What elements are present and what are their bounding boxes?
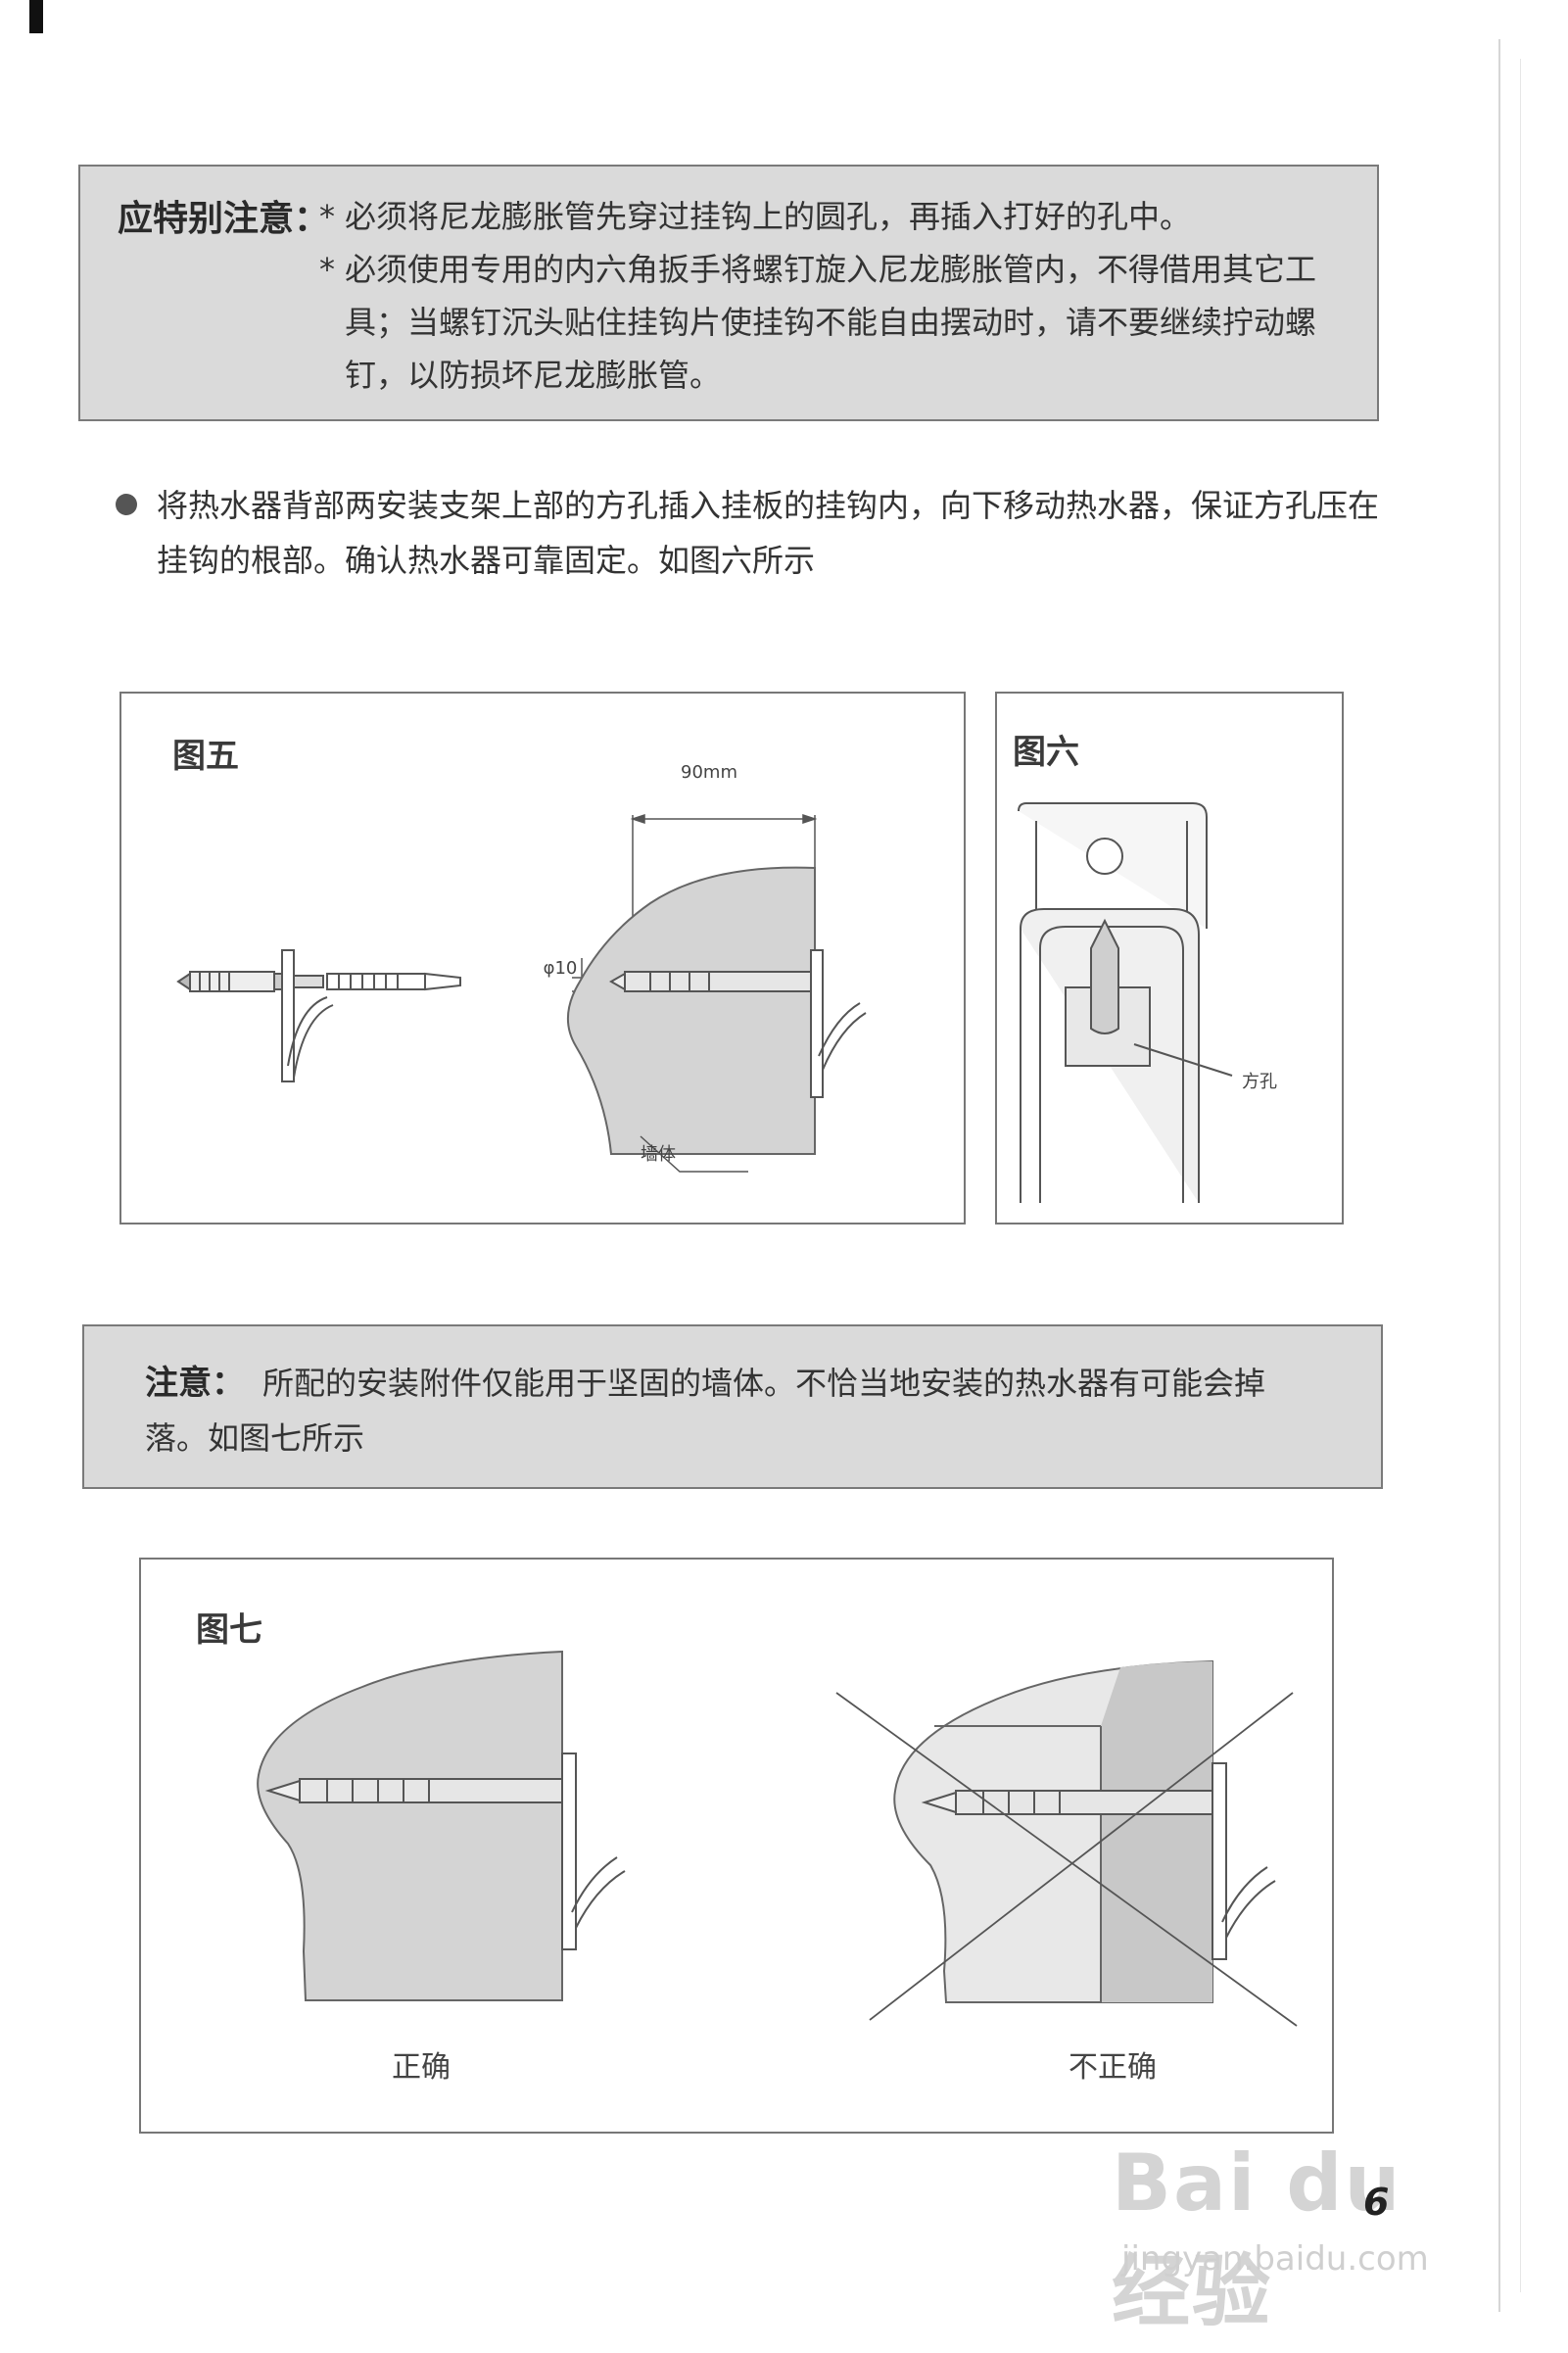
figure-6-drawing: 方孔 [1018, 802, 1277, 1203]
incorrect-label: 不正确 [1069, 2050, 1157, 2085]
figure-5: 图五 90mm [119, 692, 966, 1225]
notice-item-2-text: 必须使用专用的内六角扳手将螺钉旋入尼龙膨胀管内，不得借用其它工具；当螺钉沉头贴住… [345, 251, 1317, 394]
attention-label: 注意： [145, 1364, 245, 1403]
special-notice-box: 应特别注意： * 必须将尼龙膨胀管先穿过挂钩上的圆孔，再插入打好的孔中。 * 必… [78, 165, 1379, 421]
bracket-and-hook [1018, 802, 1233, 1203]
notice-item-1-text: 必须将尼龙膨胀管先穿过挂钩上的圆孔，再插入打好的孔中。 [345, 198, 1192, 235]
wall-section [566, 866, 816, 1155]
figure-7: 图七 正确 [139, 1558, 1334, 2134]
scan-edge-mark [29, 0, 43, 33]
figure-7-drawing: 正确 不正确 [257, 1650, 1298, 2085]
figure-7-title: 图七 [196, 1610, 262, 1650]
anchor-and-screw-exploded [176, 949, 461, 1082]
special-notice-label: 应特别注意： [118, 199, 330, 239]
bullet-dot-icon [116, 494, 137, 515]
anchor-in-wall [608, 949, 867, 1098]
figure-5-drawing: 90mm φ10 墙体 [176, 762, 867, 1173]
correct-label: 正确 [392, 2050, 451, 2085]
notice-item-1: * 必须将尼龙膨胀管先穿过挂钩上的圆孔，再插入打好的孔中。 [319, 190, 1354, 243]
watermark-logo: Bai du 经验 [1112, 2137, 1402, 2337]
dimension-diameter-label: φ10 [544, 958, 578, 979]
page-number: 6 [1363, 2181, 1390, 2224]
page-edge-line-secondary [1520, 59, 1521, 2292]
incorrect-installation-drawing [835, 1659, 1298, 2027]
correct-installation-drawing [257, 1650, 626, 2001]
notice-item-2: * 必须使用专用的内六角扳手将螺钉旋入尼龙膨胀管内，不得借用其它工具；当螺钉沉头… [319, 243, 1354, 402]
wall-label-leader [640, 1135, 748, 1173]
square-hole-label: 方孔 [1242, 1072, 1277, 1092]
attention-text: 所配的安装附件仅能用于坚固的墙体。不恰当地安装的热水器有可能会掉落。如图七所示 [145, 1365, 1266, 1457]
attention-box: 注意： 所配的安装附件仅能用于坚固的墙体。不恰当地安装的热水器有可能会掉落。如图… [82, 1324, 1383, 1489]
figure-6: 图六 方孔 [995, 692, 1344, 1225]
wall-label: 墙体 [641, 1144, 676, 1165]
figure-5-title: 图五 [172, 737, 239, 776]
page-edge-line [1498, 39, 1500, 2312]
install-instruction-text: 将热水器背部两安装支架上部的方孔插入挂板的挂钩内，向下移动热水器，保证方孔压在挂… [157, 487, 1380, 579]
dimension-90mm-label: 90mm [681, 762, 737, 783]
watermark-url: jingyan.baidu.com [1121, 2239, 1429, 2279]
asterisk-icon: * [319, 251, 335, 288]
baidu-jingyan-watermark: Bai du 经验 jingyan.baidu.com [1112, 2124, 1484, 2337]
figure-6-title: 图六 [1013, 733, 1079, 772]
asterisk-icon: * [319, 198, 335, 235]
cross-mark-icon [835, 1692, 1298, 2027]
